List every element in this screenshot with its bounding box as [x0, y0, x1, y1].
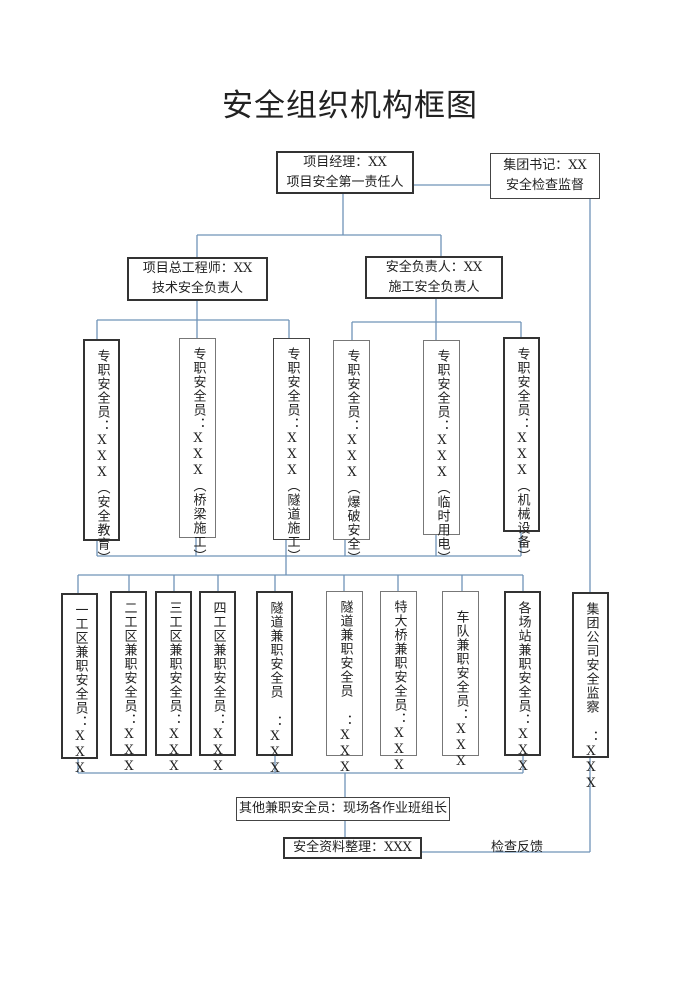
group-secretary-name: 集团书记：XX	[503, 158, 587, 173]
part-time-officer-label: 隧道兼职安全员 ：XXX	[267, 601, 283, 777]
part-time-officer-label: 四工区兼职安全员：XXX	[210, 601, 226, 775]
part-time-officer-box: 特大桥兼职安全员：XXX	[380, 591, 417, 774]
full-time-officer-box: 专职安全员：XXX（爆破安全）	[333, 340, 370, 565]
chart-title: 安全组织机构框图	[222, 88, 478, 124]
full-time-officer-label: 专职安全员：XXX（爆破安全）	[344, 349, 360, 565]
full-time-officer-label: 专职安全员：XXX（临时用电）	[434, 349, 450, 565]
part-time-officer-box: 隧道兼职安全员 ：XXX	[326, 591, 363, 776]
part-time-officer-label: 隧道兼职安全员 ：XXX	[337, 600, 353, 776]
full-time-officer-box: 专职安全员：XXX（安全教育）	[83, 339, 120, 565]
group-secretary-role: 安全检查监督	[505, 178, 584, 193]
part-time-officer-label: 各场站兼职安全员：XXX	[515, 601, 531, 775]
group-supervision-box: 集团公司安全监察 ：XXX	[572, 592, 609, 792]
part-time-officer-label: 车队兼职安全员：XXX	[453, 610, 469, 770]
records-label: 安全资料整理：XXX	[293, 840, 412, 855]
part-time-officer-box: 二工区兼职安全员：XXX	[110, 591, 147, 775]
chief-engineer-box: 项目总工程师：XX 技术安全负责人	[127, 257, 268, 301]
full-time-officer-box: 专职安全员：XXX（机械设备）	[503, 337, 540, 563]
chief-engineer-role: 技术安全负责人	[151, 281, 243, 296]
project-manager-role: 项目安全第一责任人	[286, 174, 404, 190]
safety-head-box: 安全负责人：XX 施工安全负责人	[365, 256, 503, 299]
part-time-officer-label: 特大桥兼职安全员：XXX	[391, 600, 407, 774]
part-time-officer-label: 三工区兼职安全员：XXX	[166, 601, 182, 775]
other-part-time-label: 其他兼职安全员：现场各作业班组长	[238, 801, 447, 816]
group-supervision-label: 集团公司安全监察 ：XXX	[583, 602, 599, 792]
part-time-officer-box: 车队兼职安全员：XXX	[442, 591, 479, 770]
full-time-officer-label: 专职安全员：XXX（桥梁施工）	[190, 347, 206, 563]
other-part-time-box: 其他兼职安全员：现场各作业班组长	[236, 797, 450, 821]
records-box: 安全资料整理：XXX	[283, 837, 422, 859]
safety-head-role: 施工安全负责人	[388, 279, 480, 295]
group-secretary-box: 集团书记：XX 安全检查监督	[490, 153, 600, 199]
part-time-officer-box: 各场站兼职安全员：XXX	[504, 591, 541, 775]
chief-engineer-name: 项目总工程师：XX	[142, 261, 253, 276]
full-time-officer-label: 专职安全员：XXX（机械设备）	[514, 347, 530, 563]
safety-head-name: 安全负责人：XX	[385, 259, 483, 275]
part-time-officer-box: 隧道兼职安全员 ：XXX	[256, 591, 293, 777]
full-time-officer-box: 专职安全员：XXX（临时用电）	[423, 340, 460, 565]
full-time-officer-box: 专职安全员：XXX（桥梁施工）	[179, 338, 216, 563]
full-time-officer-box: 专职安全员：XXX（隧道施工）	[273, 338, 310, 563]
full-time-officer-label: 专职安全员：XXX（安全教育）	[94, 349, 110, 565]
part-time-officer-label: 二工区兼职安全员：XXX	[121, 601, 137, 775]
part-time-officer-box: 一工区兼职安全员：XXX	[61, 593, 98, 777]
part-time-officer-label: 一工区兼职安全员：XXX	[72, 603, 88, 777]
part-time-officer-box: 四工区兼职安全员：XXX	[199, 591, 236, 775]
full-time-officer-label: 专职安全员：XXX（隧道施工）	[284, 347, 300, 563]
project-manager-box: 项目经理：XX 项目安全第一责任人	[276, 151, 414, 194]
part-time-officer-box: 三工区兼职安全员：XXX	[155, 591, 192, 775]
feedback-label: 检查反馈	[491, 840, 544, 855]
project-manager-name: 项目经理：XX	[303, 154, 387, 170]
